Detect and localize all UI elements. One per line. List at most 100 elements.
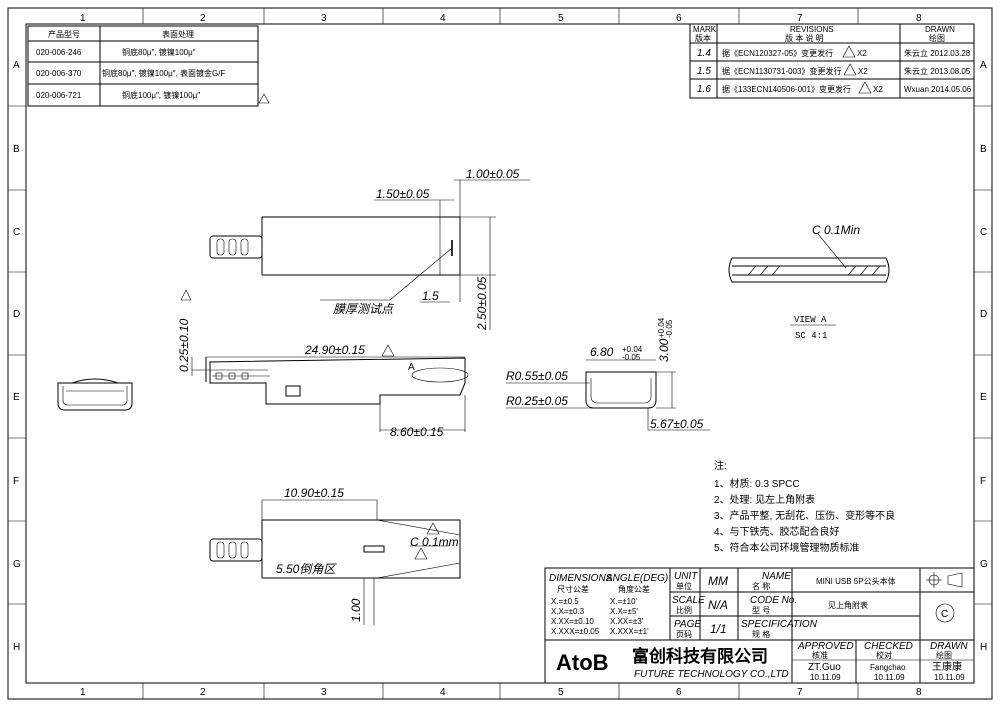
tb-angle: X.X=±5' (610, 607, 638, 616)
col-label: 4 (440, 687, 446, 698)
title-block: DIMENSIONS 尺寸公差 ANGLE(DEG) 角度公差 X.=±0.5 … (544, 567, 975, 684)
tb-dim-label: DIMENSIONS (549, 573, 613, 584)
side-view (191, 344, 469, 432)
note-item: 2、处理: 见左上角附表 (714, 493, 815, 506)
tb-angle-label: ANGLE(DEG) (605, 573, 668, 584)
tb-approved-date: 10.11.09 (810, 673, 841, 682)
rev-qty: X2 (873, 85, 883, 94)
tb-tol: X.XX=±0.10 (551, 617, 594, 626)
row-label: B (13, 144, 20, 155)
dim-6-80-tol-dn: -0.05 (622, 353, 641, 362)
tb-checked-label: CHECKED (864, 641, 913, 652)
tb-code-value: 见上角附表 (828, 600, 868, 610)
dim-5-50-chamfer: 5.50倒角区 (276, 562, 337, 576)
col-label: 1 (80, 687, 86, 698)
col-label: 2 (200, 687, 206, 698)
row-label: D (13, 309, 20, 320)
revision-triangle-icon (414, 547, 428, 560)
view-a-detail (728, 233, 890, 326)
row-label: D (980, 309, 987, 320)
rev-desc: 据《ECN120327-05》变更发行 (722, 48, 833, 58)
projection-cone-icon (947, 572, 963, 588)
row-label: G (980, 559, 988, 570)
col-label: 4 (440, 13, 446, 24)
revision-triangle-icon (858, 81, 872, 94)
view-a-label: VIEW A (794, 315, 827, 325)
note-item: 1、材质: 0.3 SPCC (714, 477, 800, 490)
tb-code-label-cn: 型 号 (752, 606, 770, 615)
row-label: E (980, 392, 987, 403)
row-label: G (13, 559, 21, 570)
part-number: 020-006-721 (36, 91, 82, 100)
tb-drawn-label: DRAWN (930, 641, 968, 652)
row-label: C (980, 227, 987, 238)
tb-name-label-cn: 名 称 (752, 581, 770, 591)
rev-header-cn: 版 本 说 明 (785, 33, 824, 43)
tb-page-label: PAGE (674, 619, 701, 630)
tb-code-label: CODE No. (750, 595, 797, 606)
dim-3-00-tol-dn: -0.05 (665, 319, 674, 338)
dim-8-60: 8.60±0.15 (390, 425, 444, 439)
dim-0-25: 0.25±0.10 (177, 318, 191, 372)
part-number: 020-006-370 (36, 69, 82, 78)
col-label: 5 (558, 687, 564, 698)
tb-unit-value: MM (708, 574, 728, 588)
revision-triangle-icon (426, 522, 440, 535)
outer-border (7, 7, 993, 700)
dim-1-00-lower: 1.00 (349, 598, 363, 622)
company-logo: AtoB (556, 650, 609, 675)
tb-unit-label-cn: 单位 (676, 581, 692, 591)
dim-r0-55: R0.55±0.05 (506, 369, 568, 383)
dim-1-00: 1.00±0.05 (466, 167, 520, 181)
row-label: F (13, 476, 19, 487)
tb-page-value: 1/1 (710, 622, 727, 636)
revision-triangle-icon (180, 289, 192, 301)
dim-c-0-1mm: C 0.1mm (410, 535, 459, 549)
col-label: 2 (200, 13, 206, 24)
view-a-chamfer: C 0.1Min (812, 223, 860, 237)
top-view-lower (209, 499, 461, 625)
dim-24-90: 24.90±0.15 (304, 343, 365, 357)
rev-by: 朱云立 2012.03.28 (904, 48, 971, 58)
rev-qty: X2 (858, 67, 868, 76)
column-markers: 1 2 3 4 5 6 7 8 1 2 3 4 5 6 7 8 (80, 8, 922, 699)
dim-r0-25: R0.25±0.05 (506, 394, 568, 408)
tb-drawn-name: 王康康 (932, 660, 962, 673)
rev-header-mark: MARK (693, 25, 717, 34)
dim-10-90: 10.90±0.15 (284, 486, 344, 500)
dim-2-50: 2.50±0.05 (475, 276, 489, 331)
copyright-icon (935, 603, 955, 623)
tb-spec-label: SPECIFICATION (741, 619, 818, 630)
rev-mark: 1.6 (697, 84, 711, 95)
rev-header-drawn-cn: 绘图 (929, 33, 945, 43)
tb-scale-label-cn: 比例 (676, 605, 692, 615)
row-label: A (13, 60, 20, 71)
company-name-cn: 富创科技有限公司 (632, 646, 768, 667)
tb-name-label: NAME (762, 571, 791, 582)
col-label: 6 (676, 687, 682, 698)
dim-1-5: 1.5 (422, 289, 439, 303)
row-markers: A B C D E F G H A B C D E F G H (8, 60, 992, 653)
part-table-header: 产品型号 (48, 29, 80, 39)
rev-header: REVISIONS (790, 25, 834, 34)
col-label: 3 (321, 687, 327, 698)
end-view-left (57, 378, 133, 411)
surface-finish: 铜底80μ″, 镀镍100μ″ (122, 47, 196, 57)
rev-desc: 据《133ECN140506-001》变更发行 (722, 84, 851, 94)
surface-finish: 铜底100μ″, 镀镍100μ″ (122, 90, 200, 100)
revisions-table: MARK 版本 REVISIONS 版 本 说 明 DRAWN 绘图 1.4 据… (689, 23, 975, 99)
col-label: 5 (558, 13, 564, 24)
row-label: A (980, 60, 987, 71)
end-view-right (506, 359, 710, 431)
tb-approved-label-cn: 核准 (812, 650, 828, 660)
rev-mark: 1.4 (697, 48, 711, 59)
row-label: H (980, 642, 987, 653)
col-label: 8 (916, 13, 922, 24)
notes: 注: 1、材质: 0.3 SPCC 2、处理: 见左上角附表 3、产品平整, 无… (714, 459, 895, 554)
notes-title: 注: (714, 459, 727, 472)
tb-copyright: C (941, 609, 948, 620)
revision-triangle-icon (843, 63, 857, 76)
part-table-header: 表面处理 (162, 29, 194, 39)
col-label: 1 (80, 13, 86, 24)
